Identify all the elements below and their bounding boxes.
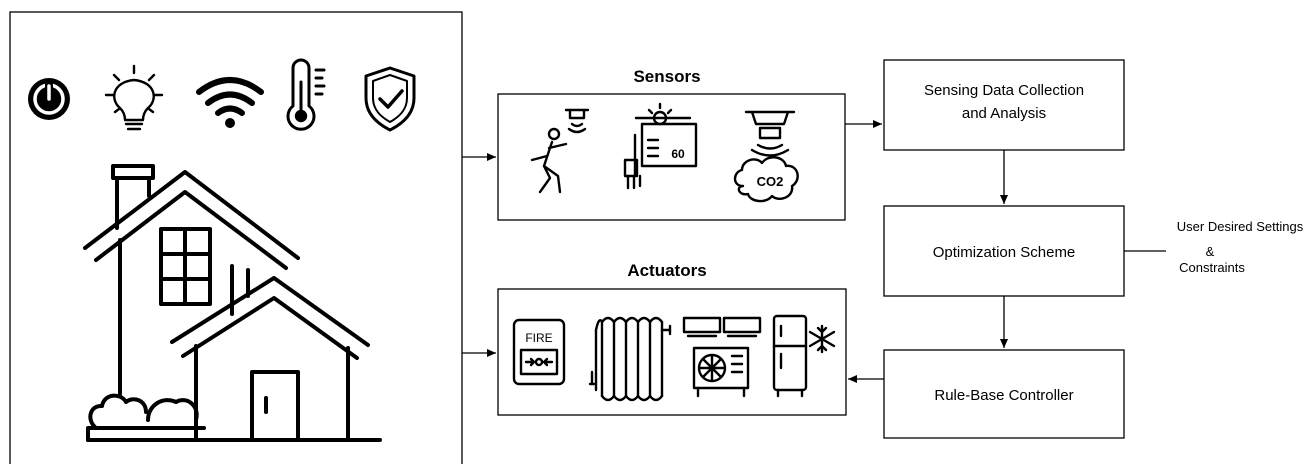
actuators-title: Actuators	[627, 261, 706, 280]
fire-alarm-icon: FIRE	[512, 318, 566, 386]
power-icon	[28, 78, 70, 120]
refrigerator-icon	[772, 314, 836, 398]
motion-sensor-icon	[530, 108, 590, 194]
thermostat-value: 60	[671, 147, 685, 161]
user-ampersand-label: &	[1206, 244, 1215, 259]
home-panel	[9, 11, 463, 469]
fire-label: FIRE	[525, 331, 552, 345]
user-settings-label: User Desired Settings	[1177, 219, 1304, 234]
thermometer-icon	[286, 58, 326, 131]
wifi-icon	[196, 77, 264, 128]
sensing-box	[883, 59, 1125, 151]
house-icon	[83, 164, 382, 442]
controller-label: Rule-Base Controller	[934, 387, 1073, 404]
air-conditioner-icon	[682, 316, 762, 398]
sensing-label-line1: Sensing Data Collection	[924, 82, 1084, 99]
optimization-label: Optimization Scheme	[933, 244, 1076, 261]
light-sensor-icon: 60	[623, 102, 698, 190]
co2-sensor-icon: CO2	[733, 110, 799, 203]
co2-label: CO2	[757, 174, 784, 189]
sensors-title: Sensors	[633, 67, 700, 86]
sensing-label-line2: and Analysis	[962, 105, 1046, 122]
user-constraints-label: Constraints	[1179, 260, 1245, 275]
radiator-icon	[588, 316, 672, 402]
actuators-box	[497, 288, 847, 416]
controller-box	[883, 349, 1125, 439]
optimization-box	[883, 205, 1125, 297]
light-bulb-icon	[104, 64, 164, 131]
shield-check-icon	[364, 66, 416, 132]
